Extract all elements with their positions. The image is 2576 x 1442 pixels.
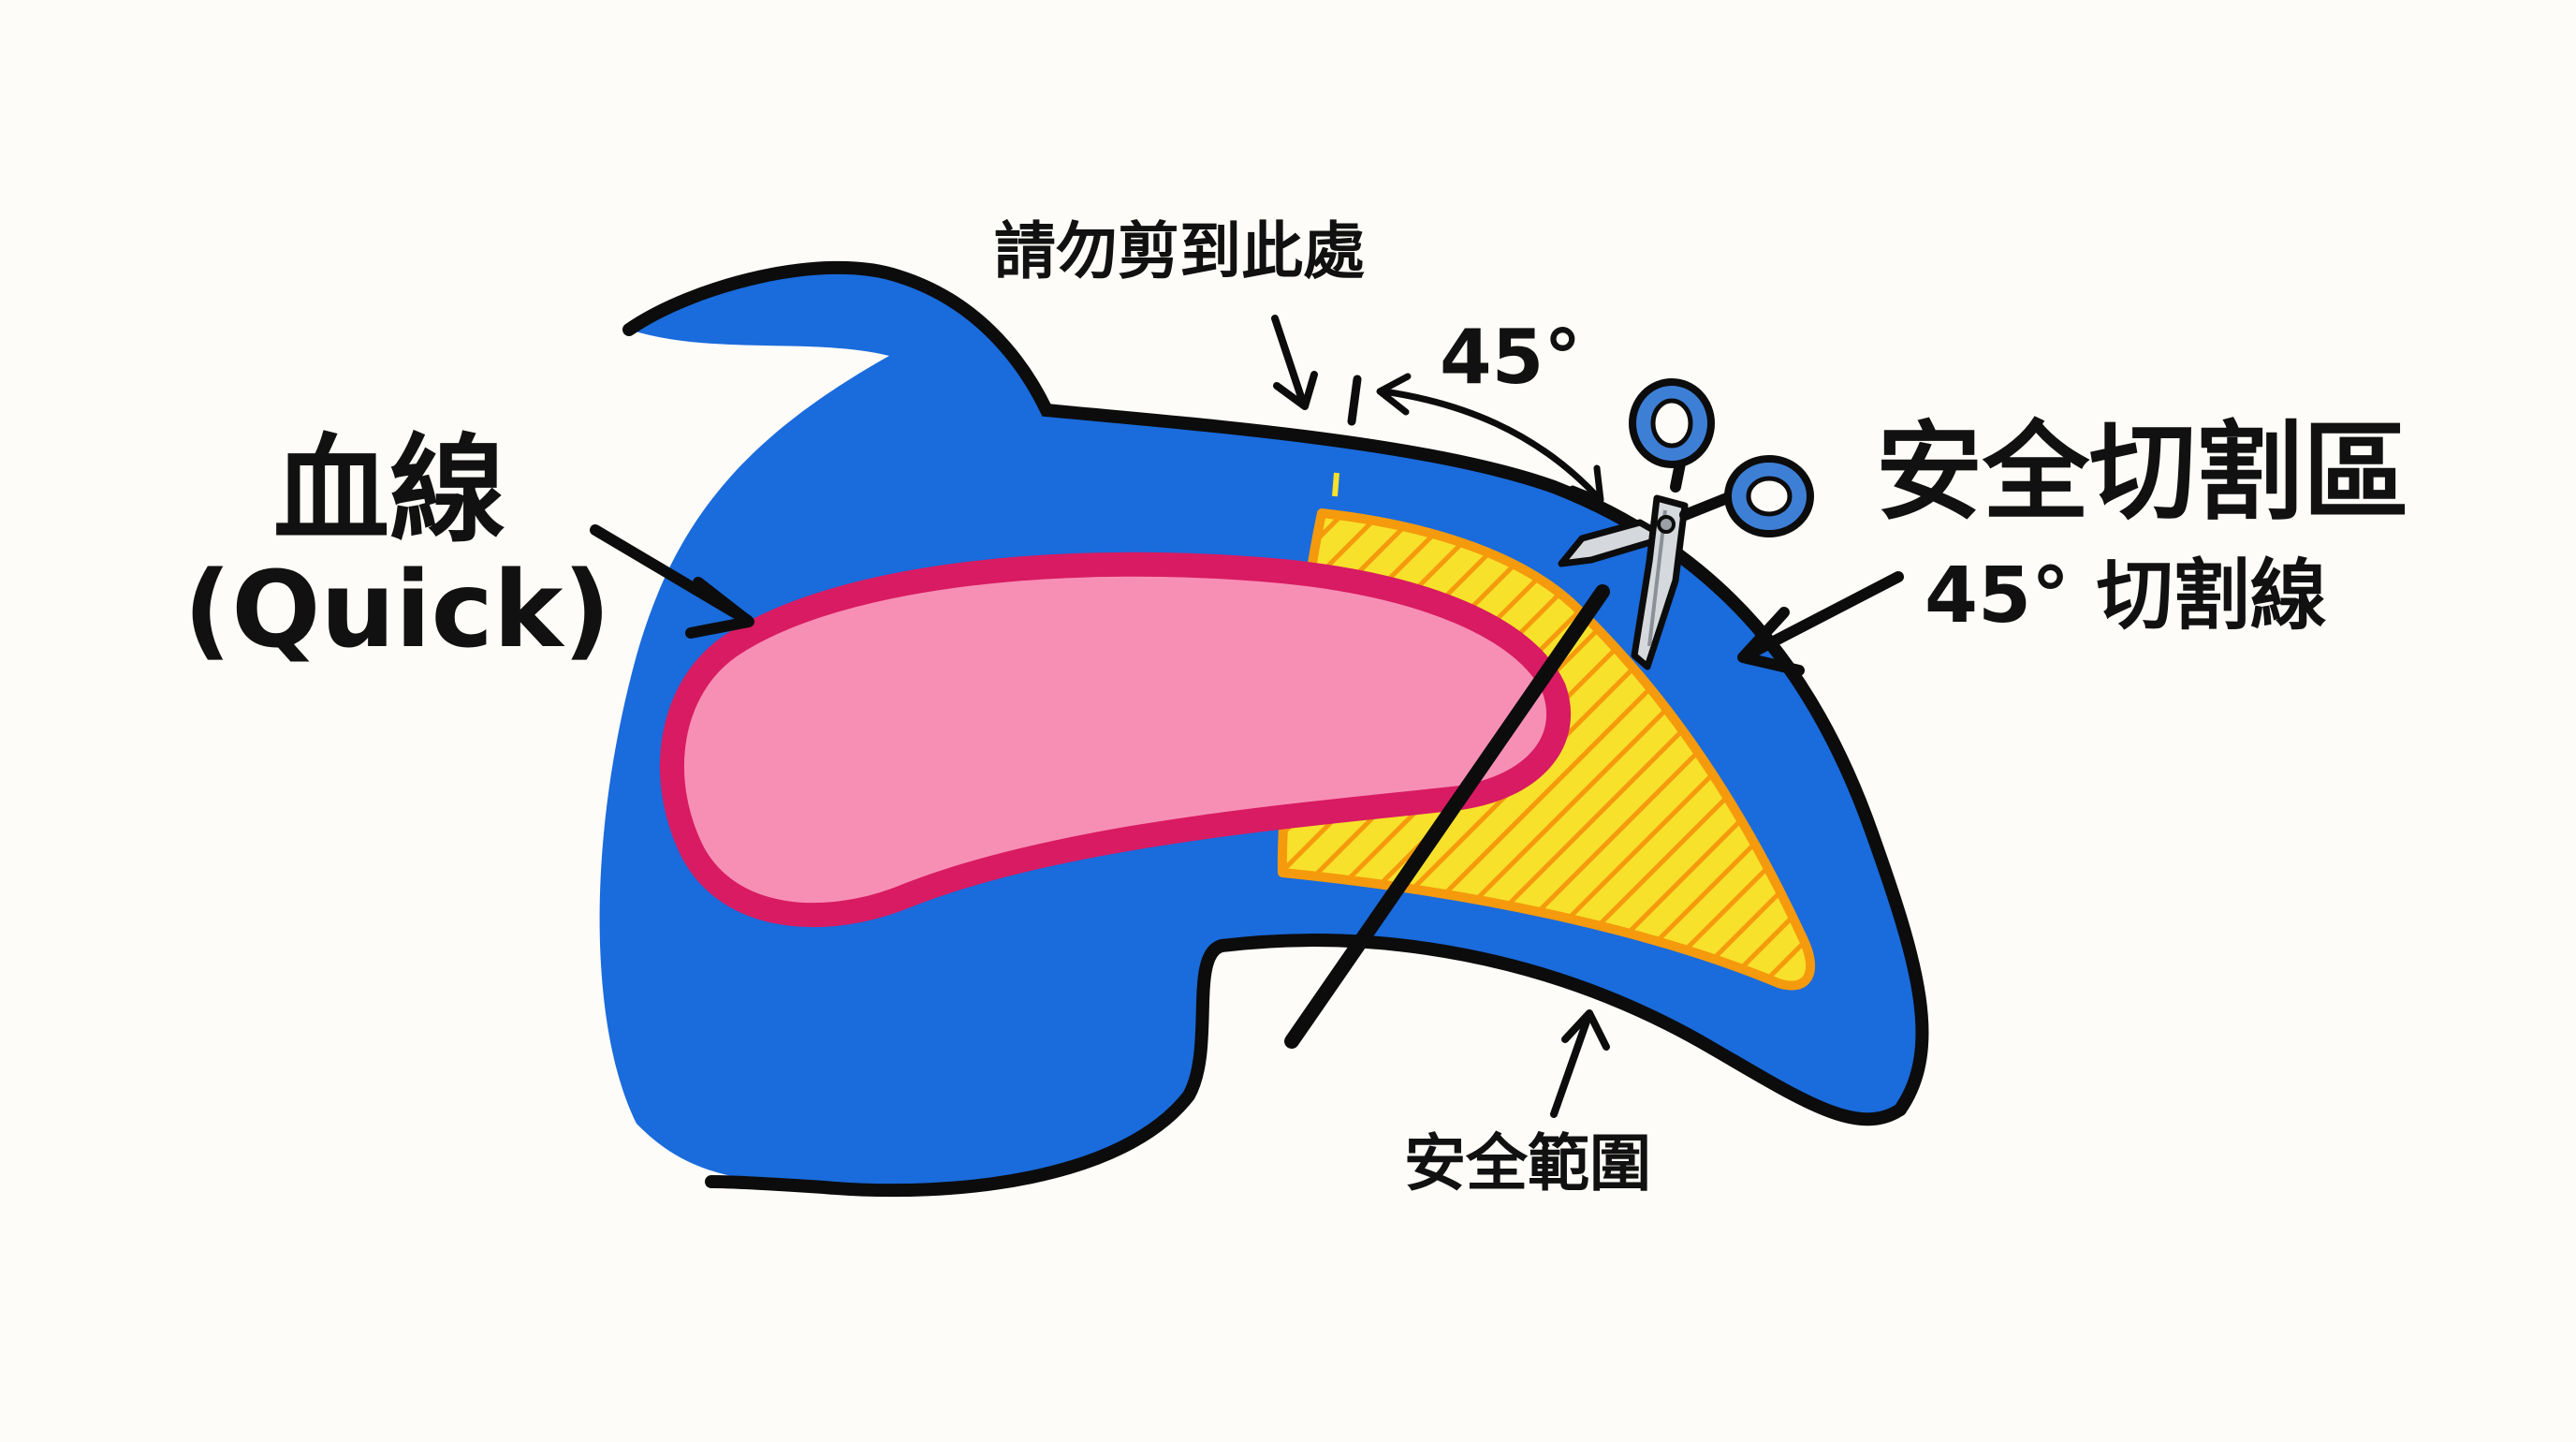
nail-upper-edge [622, 260, 1929, 1116]
do-not-cut-label: 請勿剪到此處 [994, 215, 1365, 287]
nail-lower-edge [705, 934, 1907, 1198]
cut-line-label: 45° 切割線 [1925, 552, 2327, 640]
arrow-icon [1737, 571, 1904, 676]
arrow-icon [1271, 315, 1318, 410]
angle-arrowhead-left [1376, 373, 1412, 416]
angle-arc [1380, 388, 1601, 500]
safe-cut-zone-label: 安全切割區 [1876, 410, 2410, 535]
quick-label: 血線 [273, 423, 506, 558]
arrow-icon [590, 524, 754, 639]
angle-arrowhead-right [1569, 464, 1604, 504]
do-not-cut-marker [1332, 472, 1339, 497]
safe-range-label: 安全範圍 [1404, 1127, 1651, 1199]
reference-tick [1347, 375, 1362, 426]
scissors-icon [1558, 378, 1814, 670]
angle-label: 45° [1440, 314, 1582, 401]
arrow-icon [1550, 1009, 1610, 1118]
quick-label-english: (Quick) [183, 550, 611, 671]
cut-line-45 [1284, 584, 1610, 1049]
